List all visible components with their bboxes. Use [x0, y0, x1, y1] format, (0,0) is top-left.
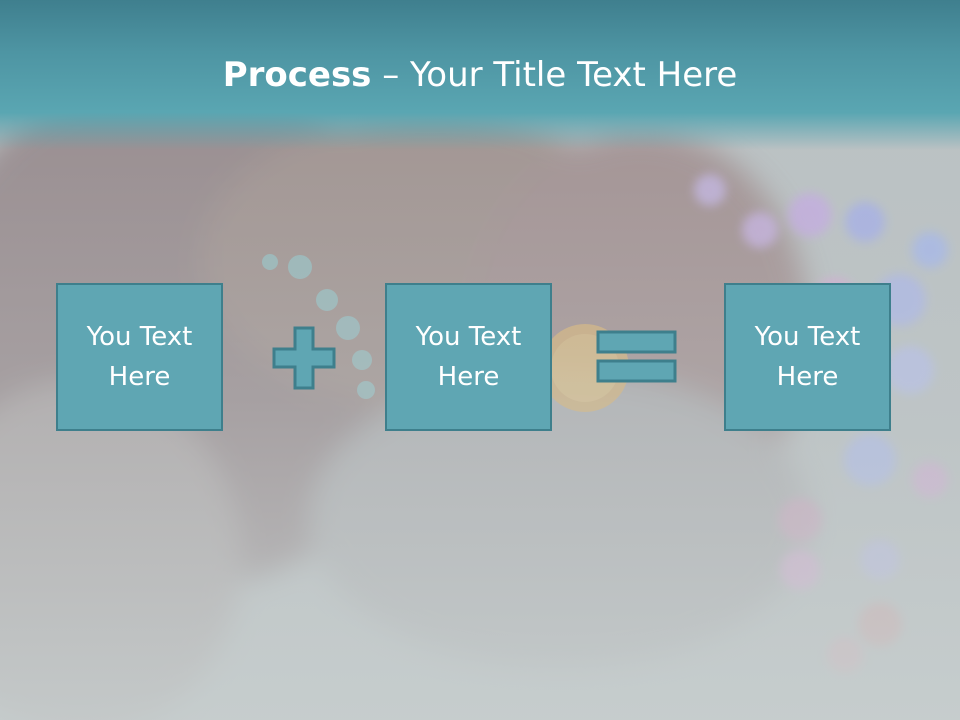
process-box-3[interactable]: You Text Here	[724, 283, 891, 431]
title-rest: – Your Title Text Here	[371, 55, 738, 95]
slide-title[interactable]: Process – Your Title Text Here	[0, 52, 960, 98]
process-box-1[interactable]: You Text Here	[56, 283, 223, 431]
title-bar	[0, 0, 960, 150]
process-box-2[interactable]: You Text Here	[385, 283, 552, 431]
process-box-3-label: You Text Here	[754, 322, 861, 392]
process-box-2-label: You Text Here	[415, 322, 522, 392]
title-bold: Process	[222, 55, 372, 95]
plus-icon	[272, 326, 336, 390]
equals-icon	[596, 330, 677, 383]
process-box-1-label: You Text Here	[86, 322, 193, 392]
